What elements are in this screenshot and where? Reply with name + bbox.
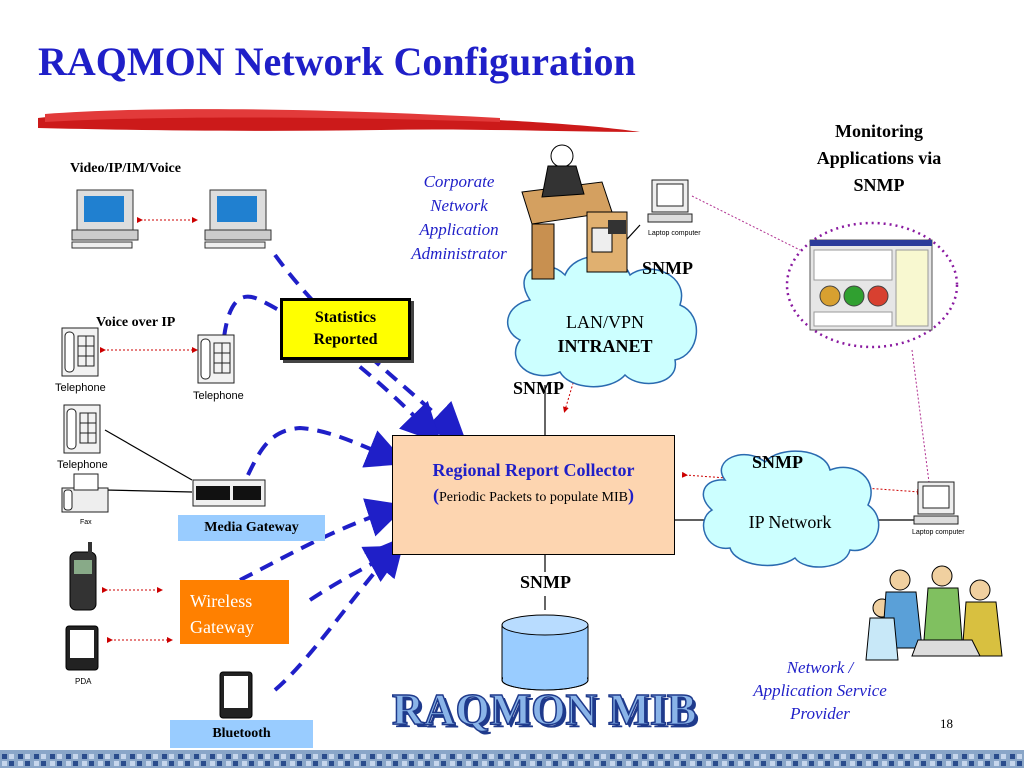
lan-cloud-line2: INTRANET xyxy=(557,336,653,356)
lan-cloud xyxy=(506,255,697,388)
service-provider-group-icon xyxy=(865,565,1003,661)
voice-over-ip-label: Voice over IP xyxy=(96,315,176,330)
snmp-label: SNMP xyxy=(520,572,571,592)
footer-band xyxy=(0,750,1024,768)
lan-cloud-line1: LAN/VPN xyxy=(565,312,644,332)
laptop-icon xyxy=(647,179,693,223)
ip-network-cloud xyxy=(702,450,880,568)
telephone-label: Telephone xyxy=(57,459,108,471)
administrator-line4: Administrator xyxy=(411,244,507,263)
service-provider-label: Network / Application Service Provider xyxy=(734,656,906,725)
wireless-gateway-box: Wireless Gateway xyxy=(180,580,289,644)
router-icon xyxy=(192,479,266,507)
data-flow-arrows xyxy=(220,253,467,692)
snmp-label: SNMP xyxy=(642,258,693,278)
wireless-gateway-line2: Gateway xyxy=(190,617,254,637)
monitoring-line2: Applications via xyxy=(816,148,942,168)
monitoring-label: Monitoring Applications via SNMP xyxy=(790,118,968,199)
telephone-icon xyxy=(197,334,235,384)
bluetooth-box: Bluetooth xyxy=(170,720,313,748)
slide-title: RAQMON Network Configuration xyxy=(38,39,636,84)
provider-line1: Network / xyxy=(786,658,854,677)
administrator-figure-icon xyxy=(521,144,628,280)
pda-icon xyxy=(65,625,99,671)
handheld-icon xyxy=(219,671,253,719)
collector-title: Regional Report Collector xyxy=(432,460,635,480)
monitoring-dotted-lines xyxy=(691,195,931,491)
laptop-label: Laptop computer xyxy=(648,230,701,237)
administrator-line2: Network xyxy=(430,196,488,215)
desktop-computer-icon xyxy=(204,189,272,249)
snmp-label: SNMP xyxy=(752,452,803,472)
desktop-computer-icon xyxy=(71,189,139,249)
fax-icon xyxy=(61,473,109,513)
administrator-label: Corporate Network Application Administra… xyxy=(395,170,523,266)
laptop-label: Laptop computer xyxy=(912,529,965,536)
pda-label: PDA xyxy=(75,677,92,686)
device-red-arrows xyxy=(100,217,923,643)
provider-line2: Application Service xyxy=(753,681,887,700)
page-number: 18 xyxy=(940,716,953,731)
telephone-icon xyxy=(61,327,99,377)
statistics-reported-box: Statistics Reported xyxy=(280,298,411,360)
monitoring-screen-icon xyxy=(809,239,933,331)
laptop-icon xyxy=(913,481,959,525)
administrator-line1: Corporate xyxy=(423,172,495,191)
regional-report-collector-box: Regional Report Collector (Periodic Pack… xyxy=(392,435,675,555)
collector-paren-close: ) xyxy=(627,485,634,505)
wireless-gateway-line1: Wireless xyxy=(190,591,253,611)
ip-network-label: IP Network xyxy=(748,512,832,532)
monitoring-line3: SNMP xyxy=(853,175,905,195)
title-brush-stroke xyxy=(38,109,640,132)
lan-cloud-label: LAN/VPN INTRANET xyxy=(530,310,680,358)
snmp-label: SNMP xyxy=(513,378,564,398)
media-gateway-box: Media Gateway xyxy=(178,515,325,541)
collector-subtitle: (Periodic Packets to populate MIB) xyxy=(393,485,674,506)
fax-label: Fax xyxy=(80,519,92,526)
mobile-phone-icon xyxy=(69,542,97,611)
collector-paren-open: ( xyxy=(433,485,440,505)
monitoring-highlight-ellipse xyxy=(785,221,959,349)
telephone-label: Telephone xyxy=(55,382,106,394)
database-icon xyxy=(501,614,589,691)
administrator-line3: Application xyxy=(419,220,499,239)
telephone-icon xyxy=(63,404,101,454)
provider-line3: Provider xyxy=(790,704,850,723)
monitoring-line1: Monitoring xyxy=(835,121,923,141)
raqmon-mib-label: RAQMON MIB xyxy=(391,684,697,735)
collector-subtitle-text: Periodic Packets to populate MIB xyxy=(439,490,628,505)
video-ip-label: Video/IP/IM/Voice xyxy=(70,161,181,176)
telephone-label: Telephone xyxy=(193,390,244,402)
